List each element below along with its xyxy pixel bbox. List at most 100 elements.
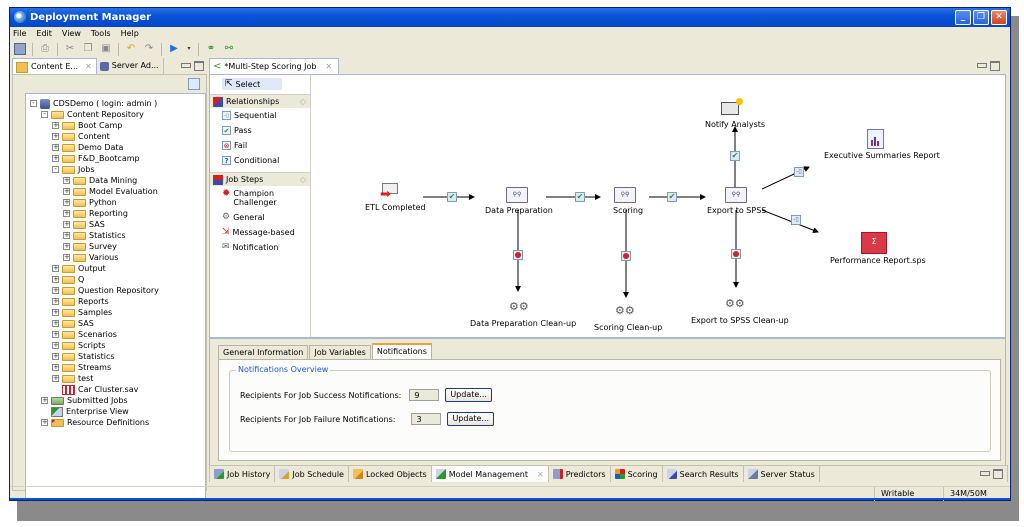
minimize-bottom-view-button[interactable]	[980, 471, 990, 476]
tree-item[interactable]: +Scenarios	[52, 329, 117, 340]
tab-content-explorer[interactable]: Content E... ✕	[12, 58, 97, 75]
performance-report-node-icon[interactable]: Σ	[861, 232, 887, 254]
expand-icon[interactable]: +	[63, 242, 70, 250]
expand-icon[interactable]: +	[63, 187, 70, 195]
minimize-view-button[interactable]	[181, 63, 191, 68]
tab-job-history[interactable]: Job History	[210, 466, 276, 482]
expand-icon[interactable]: +	[63, 231, 70, 239]
drawer-toggle-icon[interactable]: ◇	[299, 97, 306, 106]
tree-item[interactable]: +Question Repository	[52, 285, 159, 296]
tree-item[interactable]: +Model Evaluation	[63, 186, 158, 197]
cut-icon[interactable]: ✂	[65, 43, 75, 54]
export-to-spss-cleanup-node-icon[interactable]: ⚙⚙	[725, 297, 745, 310]
scoring-cleanup-node-icon[interactable]: ⚙⚙	[615, 304, 635, 317]
fail-connector[interactable]	[513, 250, 523, 260]
copy-icon[interactable]: ❐	[83, 43, 93, 54]
expand-icon[interactable]: +	[52, 352, 59, 360]
expand-icon[interactable]: +	[52, 363, 59, 371]
menu-help[interactable]: Help	[120, 29, 139, 38]
tree-item[interactable]: -Jobs	[52, 164, 95, 175]
menu-edit[interactable]: Edit	[36, 29, 52, 38]
collapse-icon[interactable]: -	[52, 166, 59, 173]
expand-icon[interactable]: +	[41, 396, 48, 404]
expand-icon[interactable]: +	[52, 308, 59, 316]
title-bar[interactable]: Deployment Manager _ ❐ ✕	[10, 8, 1010, 27]
expand-icon[interactable]: +	[41, 418, 48, 426]
menu-tools[interactable]: Tools	[90, 29, 111, 38]
tree-item[interactable]: Enterprise View	[41, 406, 129, 417]
add-step-icon[interactable]: ⚭	[206, 43, 216, 54]
expand-icon[interactable]: +	[52, 297, 59, 305]
pass-connector[interactable]: ✔	[575, 192, 585, 202]
tree-item[interactable]: +Statistics	[52, 351, 115, 362]
redo-icon[interactable]: ↷	[144, 43, 154, 54]
tree-item[interactable]: +Content	[52, 131, 110, 142]
tab-server-administration[interactable]: Server Ad...	[97, 58, 164, 74]
tab-job-variables[interactable]: Job Variables	[309, 345, 371, 359]
update-success-button[interactable]: Update...	[445, 388, 492, 402]
tree-item[interactable]: +Streams	[52, 362, 111, 373]
etl-completed-node-icon[interactable]: ➡	[380, 183, 398, 201]
close-tab-icon[interactable]: ✕	[325, 62, 333, 71]
expand-icon[interactable]: +	[63, 209, 70, 217]
menu-view[interactable]: View	[61, 29, 81, 38]
tree-item[interactable]: +Q	[52, 274, 84, 285]
scoring-node-icon[interactable]: ⚲⚲	[614, 187, 636, 203]
tab-general-information[interactable]: General Information	[218, 345, 309, 359]
expand-icon[interactable]: +	[52, 275, 59, 283]
tree-item[interactable]: +Python	[63, 197, 117, 208]
tab-search-results[interactable]: Search Results	[663, 466, 744, 482]
tree-item[interactable]: +test	[52, 373, 93, 384]
data-preparation-node-icon[interactable]: ⚲⚲	[506, 187, 528, 203]
palette-relationships-drawer[interactable]: Relationships ◇	[210, 94, 310, 108]
expand-icon[interactable]: +	[63, 198, 70, 206]
pass-connector[interactable]: ✔	[447, 192, 457, 202]
fail-connector[interactable]	[731, 249, 741, 259]
expand-icon[interactable]: +	[52, 374, 59, 382]
tab-model-management[interactable]: Model Management ✕	[431, 466, 549, 482]
expand-icon[interactable]: +	[52, 330, 59, 338]
tree-item[interactable]: +Survey	[63, 241, 117, 252]
executive-summaries-report-node-icon[interactable]	[867, 129, 884, 149]
tree-item[interactable]: +Scripts	[52, 340, 105, 351]
tab-server-status[interactable]: Server Status	[744, 466, 820, 482]
save-icon[interactable]	[14, 43, 26, 55]
tab-multi-step-scoring-job[interactable]: < *Multi-Step Scoring Job ✕	[209, 58, 340, 75]
palette-notification[interactable]: ✉ Notification	[222, 242, 278, 252]
tree-item[interactable]: +Demo Data	[52, 142, 123, 153]
tab-job-schedule[interactable]: Job Schedule	[275, 466, 349, 482]
tree-item[interactable]: +Reporting	[63, 208, 128, 219]
tree-item[interactable]: +Reports	[52, 296, 109, 307]
tree-item[interactable]: -Content Repository	[41, 109, 144, 120]
expand-icon[interactable]: +	[63, 176, 70, 184]
palette-job-steps-drawer[interactable]: Job Steps ◇	[210, 172, 310, 186]
expand-icon[interactable]: +	[52, 154, 59, 162]
tree-item[interactable]: Car Cluster.sav	[52, 384, 138, 395]
palette-sequential[interactable]: -▯ Sequential	[222, 111, 277, 120]
palette-message-based[interactable]: ⇲ Message-based	[222, 227, 295, 237]
menu-file[interactable]: File	[13, 29, 27, 38]
sequential-connector[interactable]: -▯	[794, 167, 804, 177]
tab-notifications[interactable]: Notifications	[371, 343, 432, 359]
add-relationship-icon[interactable]: ⚯	[224, 43, 234, 54]
pass-connector[interactable]: ✔	[667, 192, 677, 202]
palette-champion-challenger[interactable]: ✹ Champion Challenger	[222, 189, 283, 208]
expand-icon[interactable]: +	[63, 253, 70, 261]
palette-fail[interactable]: ⊗ Fail	[222, 141, 247, 150]
expand-icon[interactable]: +	[52, 341, 59, 349]
expand-icon[interactable]: +	[52, 264, 59, 272]
palette-conditional[interactable]: ? Conditional	[222, 156, 279, 165]
data-preparation-cleanup-node-icon[interactable]: ⚙⚙	[509, 300, 529, 313]
minimize-editor-button[interactable]	[977, 63, 987, 68]
tree-item[interactable]: +F&D_Bootcamp	[52, 153, 140, 164]
tab-scoring[interactable]: Scoring	[611, 466, 663, 482]
maximize-view-button[interactable]	[194, 61, 204, 71]
fail-connector[interactable]	[621, 251, 631, 261]
palette-pass[interactable]: ✔ Pass	[222, 126, 252, 135]
tree-item[interactable]: -CDSDemo ( login: admin )	[30, 98, 157, 109]
tree-item[interactable]: +Various	[63, 252, 118, 263]
expand-icon[interactable]: +	[52, 319, 59, 327]
maximize-editor-button[interactable]	[990, 61, 1000, 71]
expand-icon[interactable]: +	[52, 132, 59, 140]
expand-icon[interactable]: +	[52, 121, 59, 129]
